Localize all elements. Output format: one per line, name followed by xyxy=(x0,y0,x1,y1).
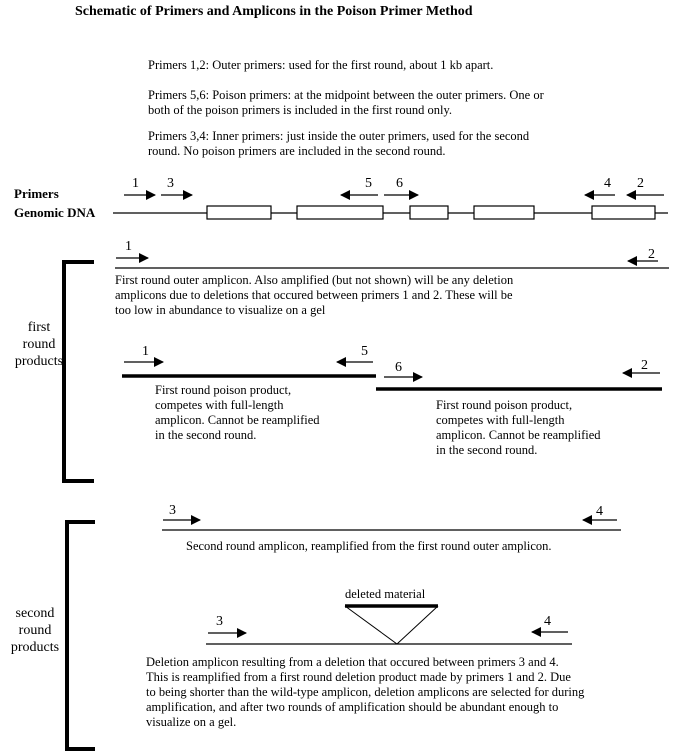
primer-3-number: 3 xyxy=(167,176,174,191)
primer-2-number: 2 xyxy=(648,247,655,262)
exon-box xyxy=(473,205,535,220)
exon-box xyxy=(206,205,272,220)
deleted-material-label: deleted material xyxy=(345,587,426,601)
primer-1-number: 1 xyxy=(125,239,132,254)
deletion-caption: Deletion amplicon resulting from a delet… xyxy=(146,655,585,729)
second-round-bracket xyxy=(65,520,95,751)
deletion-loop-left xyxy=(344,605,398,645)
primer-2-number: 2 xyxy=(641,358,648,373)
first-round-bracket xyxy=(62,260,94,483)
primer-6-number: 6 xyxy=(396,176,403,191)
genomic-dna-label: Genomic DNA xyxy=(14,205,96,220)
primers-label: Primers xyxy=(14,186,59,201)
primer-1-number: 1 xyxy=(132,176,139,191)
poison-right-caption: First round poison product, competes wit… xyxy=(436,398,601,457)
legend-inner-primers: Primers 3,4: Inner primers: just inside … xyxy=(148,129,530,158)
deletion-loop-right xyxy=(396,605,439,645)
legend-poison-primers: Primers 5,6: Poison primers: at the midp… xyxy=(148,88,544,117)
primer-5-number: 5 xyxy=(365,176,372,191)
primer-4-number: 4 xyxy=(604,176,611,191)
primer-2-number: 2 xyxy=(637,176,644,191)
exon-box xyxy=(296,205,384,220)
first-round-products-label: first round products xyxy=(14,320,64,369)
second-round-products-label: second round products xyxy=(10,606,60,655)
primer-6-number: 6 xyxy=(395,360,402,375)
poison-left-caption: First round poison product, competes wit… xyxy=(155,383,320,442)
primer-3-number: 3 xyxy=(216,614,223,629)
primer-4-number: 4 xyxy=(596,504,603,519)
page-title: Schematic of Primers and Amplicons in th… xyxy=(75,4,473,19)
exon-box xyxy=(591,205,656,220)
exon-box xyxy=(409,205,449,220)
primer-1-number: 1 xyxy=(142,344,149,359)
genomic-dna xyxy=(113,205,668,220)
legend-outer-primers: Primers 1,2: Outer primers: used for the… xyxy=(148,58,494,72)
first-round-outer-caption: First round outer amplicon. Also amplifi… xyxy=(115,273,514,317)
primer-5-number: 5 xyxy=(361,344,368,359)
primer-4-number: 4 xyxy=(544,614,551,629)
primer-3-number: 3 xyxy=(169,503,176,518)
second-round-caption: Second round amplicon, reamplified from … xyxy=(186,539,552,553)
